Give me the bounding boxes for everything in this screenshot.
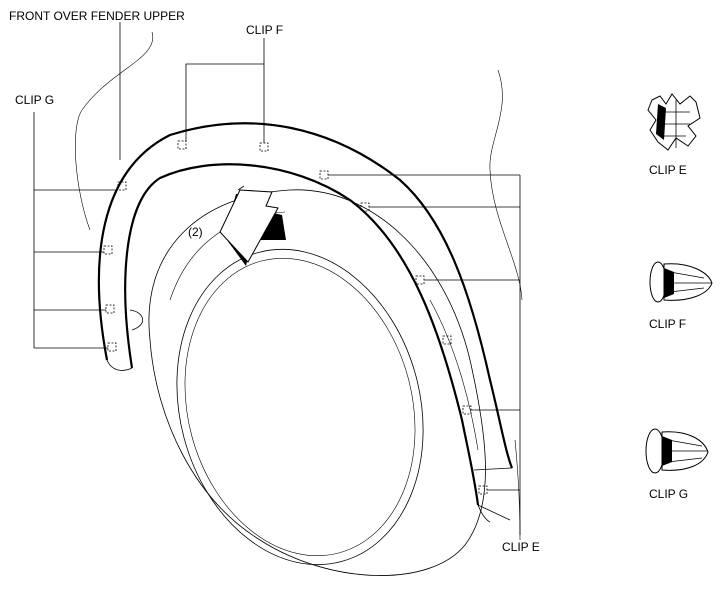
clip-marker	[259, 142, 269, 152]
front-over-fender	[97, 122, 514, 523]
clip-marker	[319, 170, 329, 180]
clip-marker	[442, 335, 452, 345]
clip-marker	[478, 485, 488, 495]
clip-e-icon	[647, 93, 701, 151]
body-panel-outline	[75, 31, 523, 541]
legend-label-clip-g: CLIP G	[649, 487, 688, 501]
clip-marker	[415, 275, 425, 285]
legend-label-clip-e: CLIP E	[649, 163, 687, 177]
label-clip-f: CLIP F	[246, 23, 283, 37]
label-arrow-callout: (2)	[188, 225, 203, 239]
leader-lines	[33, 22, 521, 535]
label-front-over-fender-upper: FRONT OVER FENDER UPPER	[9, 9, 185, 23]
label-clip-e: CLIP E	[502, 540, 540, 554]
clip-marker	[177, 140, 187, 150]
label-clip-g: CLIP G	[15, 93, 54, 107]
clip-marker	[103, 245, 113, 255]
legend-label-clip-f: CLIP F	[649, 317, 686, 331]
tire	[148, 189, 486, 576]
removal-arrow	[219, 185, 286, 266]
clip-f-icon	[649, 261, 713, 303]
clip-marker	[107, 342, 117, 352]
clip-marker	[105, 304, 115, 314]
clip-marker	[117, 181, 127, 191]
clip-g-icon	[645, 428, 709, 474]
wheel-rim	[176, 248, 424, 566]
